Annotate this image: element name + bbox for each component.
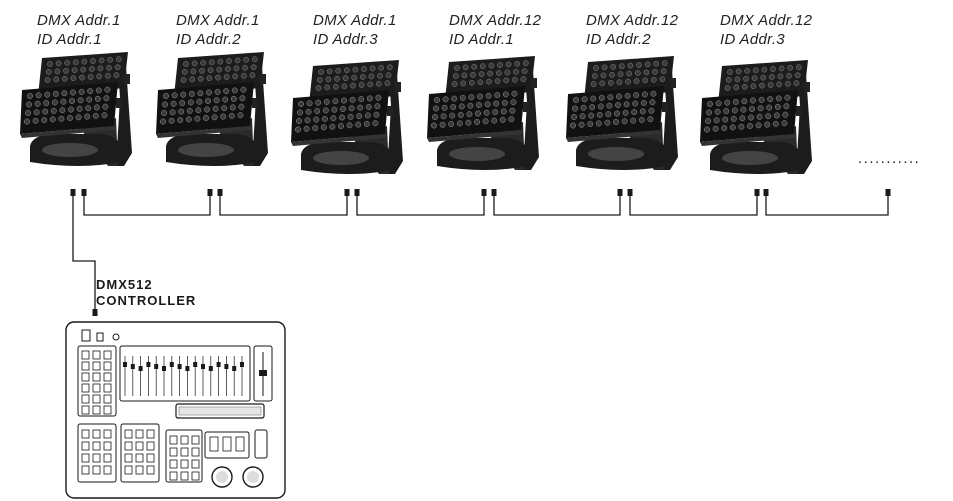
led-wall-washer-fixture [291,60,403,174]
led-wall-washer-fixture [700,60,812,174]
fixture-1-id-address: ID Addr.1 [37,31,102,48]
fixture-3-id-address: ID Addr.3 [313,31,378,48]
led-wall-washer-fixture [20,52,132,166]
xlr-connector [754,189,760,196]
fixture-6-dmx-address: DMX Addr.12 [720,12,813,29]
dmx-link-cable [219,196,348,216]
controller-label-line2: CONTROLLER [96,293,197,308]
xlr-connector [617,189,623,196]
dmx-link-cable [83,196,211,216]
dmx-link-cable [629,196,758,216]
fixture-3-label: DMX Addr.1 ID Addr.3 [313,11,397,49]
fixture-2-dmx-address: DMX Addr.1 [176,12,260,29]
fixture-1-dmx-address: DMX Addr.1 [37,12,121,29]
led-wall-washer-fixture [156,52,268,166]
fixture-4-dmx-address: DMX Addr.12 [449,12,542,29]
dmx-cables [70,189,891,316]
controller-label: DMX512 CONTROLLER [96,277,196,309]
xlr-connector [885,189,891,196]
controller-label-line1: DMX512 [96,277,153,292]
xlr-connector [627,189,633,196]
xlr-connector [491,189,497,196]
dmx-link-cable [493,196,621,216]
controller-console [65,321,286,499]
dmx-link-cable [356,196,485,216]
xlr-connector [481,189,487,196]
controller-connector [92,309,98,316]
pan-wheel [211,466,233,488]
fixture-5-dmx-address: DMX Addr.12 [586,12,679,29]
xlr-connector [207,189,213,196]
xlr-connector [70,189,76,196]
fixture-4-id-address: ID Addr.1 [449,31,514,48]
fixture-2-label: DMX Addr.1 ID Addr.2 [176,11,260,49]
tilt-wheel [242,466,264,488]
dmx512-controller [65,321,286,499]
led-wall-washer-fixture [427,56,539,170]
more-fixtures-ellipsis: ........... [858,150,921,167]
xlr-connector [344,189,350,196]
fixtures-layer [20,52,812,174]
fixture-5-label: DMX Addr.12 ID Addr.2 [586,11,678,49]
fixture-3-dmx-address: DMX Addr.1 [313,12,397,29]
xlr-connector [217,189,223,196]
led-wall-washer-fixture [566,56,678,170]
fixture-5-id-address: ID Addr.2 [586,31,651,48]
fixture-6-label: DMX Addr.12 ID Addr.3 [720,11,812,49]
controller-cable [72,196,96,312]
fixture-2-id-address: ID Addr.2 [176,31,241,48]
fixture-4-label: DMX Addr.12 ID Addr.1 [449,11,541,49]
xlr-connector [763,189,769,196]
xlr-connector [354,189,360,196]
dmx-link-cable [765,196,889,216]
fixture-6-id-address: ID Addr.3 [720,31,785,48]
fixture-1-label: DMX Addr.1 ID Addr.1 [37,11,121,49]
xlr-connector [81,189,87,196]
